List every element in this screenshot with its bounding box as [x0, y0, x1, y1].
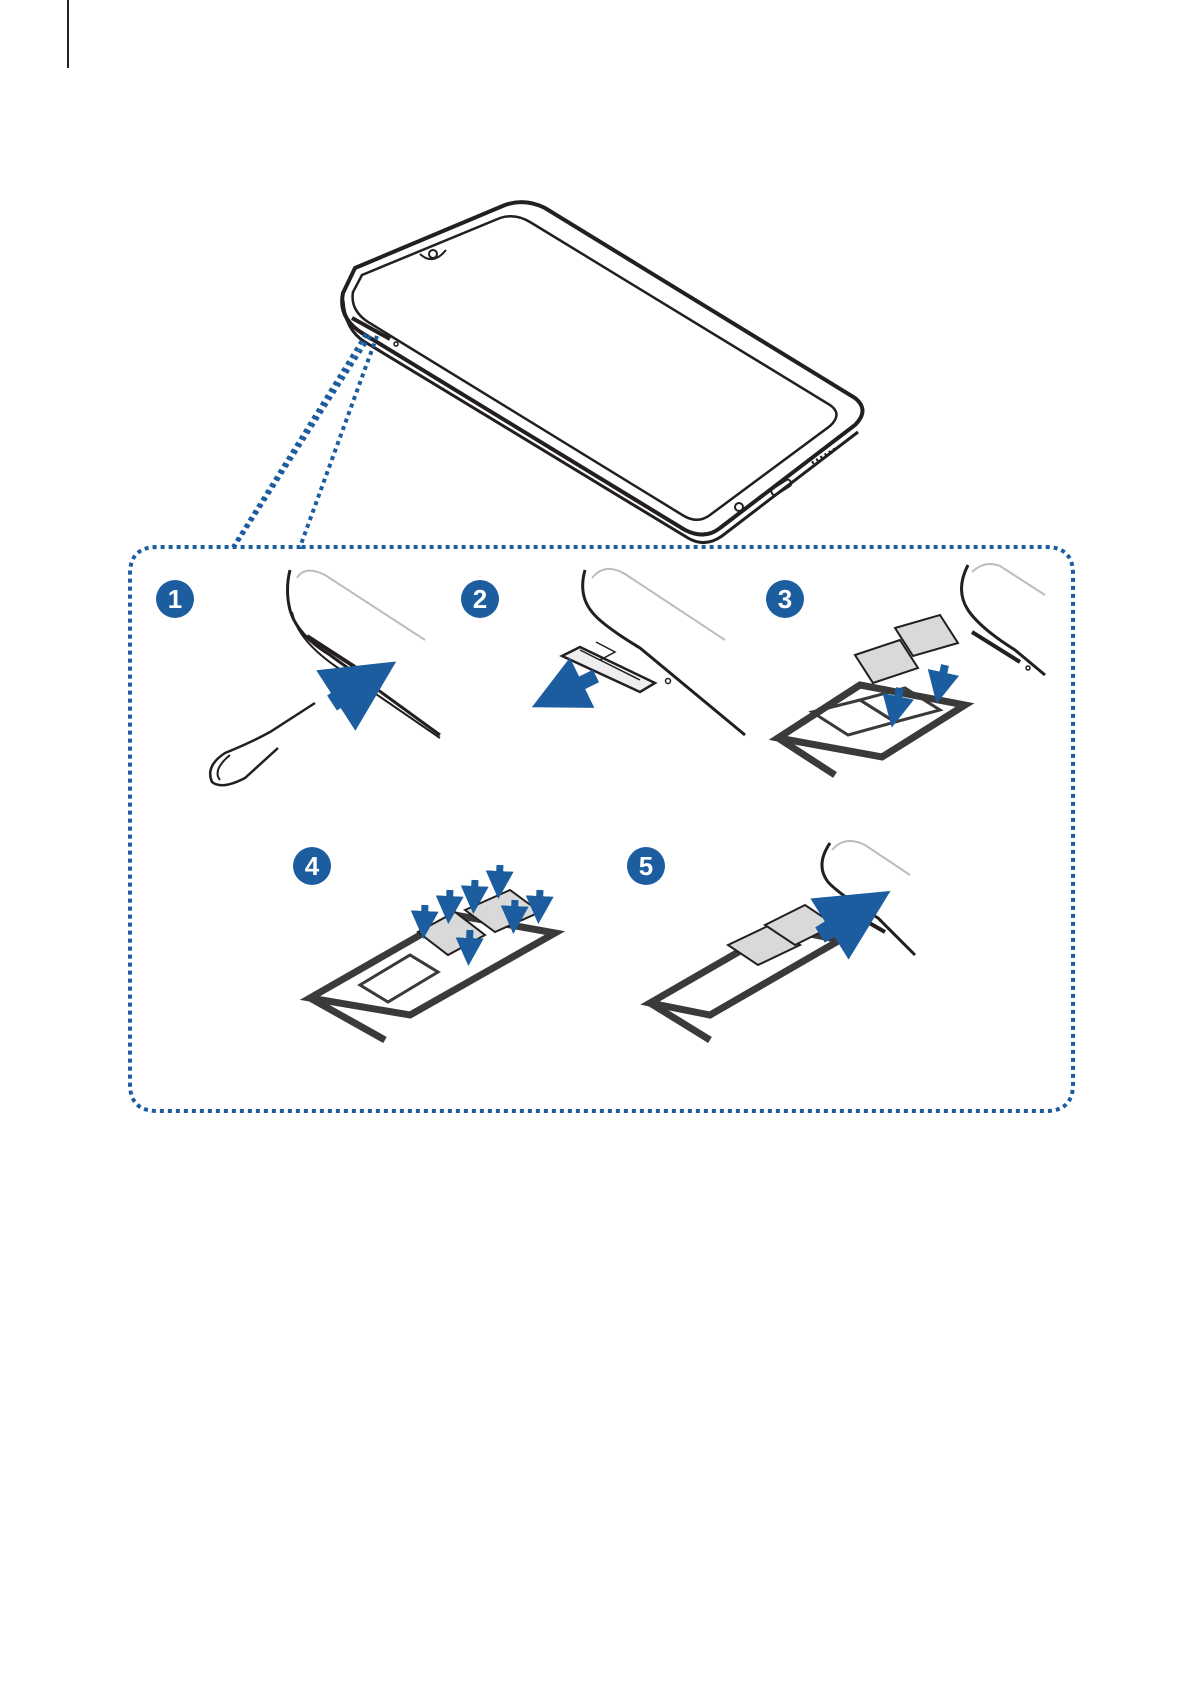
step-badge-5: 5	[627, 847, 665, 885]
step1-scene	[210, 570, 440, 785]
step-badge-4: 4	[293, 847, 331, 885]
step-badge-2: 2	[461, 580, 499, 618]
step-badge-3: 3	[766, 580, 804, 618]
phone-illustration	[342, 202, 862, 542]
step3-scene	[778, 564, 1045, 775]
step-badge-1: 1	[156, 580, 194, 618]
step4-scene	[310, 865, 555, 1040]
step2-scene	[557, 569, 745, 735]
step5-scene	[650, 841, 915, 1040]
